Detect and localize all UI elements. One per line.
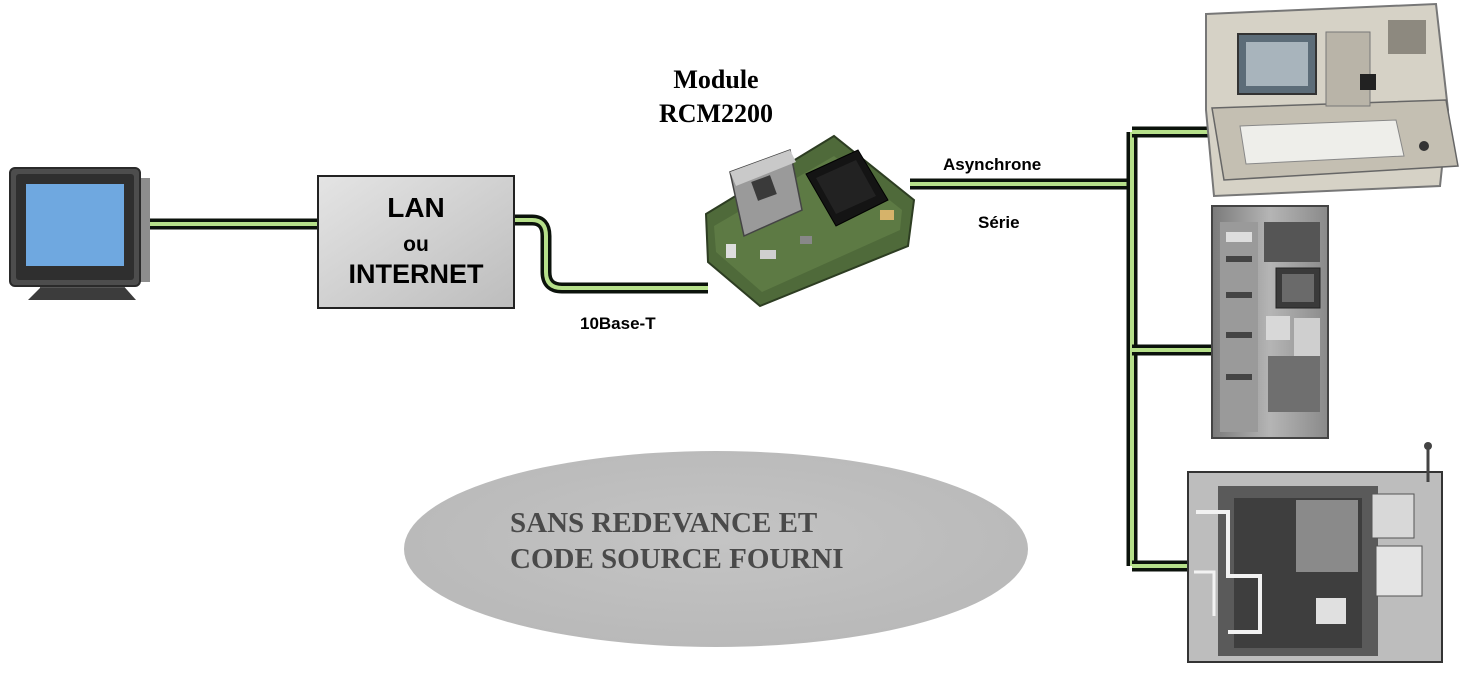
module-title-line1: Module xyxy=(673,65,758,94)
banner-line2: CODE SOURCE FOURNI xyxy=(510,543,844,575)
cable-lan-to-module xyxy=(514,214,708,294)
control-cabinet-icon xyxy=(1211,205,1329,439)
computer-monitor-icon xyxy=(9,167,150,300)
screen xyxy=(26,184,124,266)
ethernet-label: 10Base-T xyxy=(580,314,656,333)
industrial-machine-icon xyxy=(1187,442,1443,663)
module-title-line2: RCM2200 xyxy=(659,99,773,128)
rcm2200-module-icon xyxy=(704,134,916,308)
banner-line1: SANS REDEVANCE ET xyxy=(510,507,817,539)
lan-label-line2: ou xyxy=(403,233,429,256)
lan-label-line1: LAN xyxy=(387,192,445,223)
royalty-free-banner: SANS REDEVANCE ET CODE SOURCE FOURNI xyxy=(404,451,1028,647)
async-label: Asynchrone xyxy=(943,155,1041,174)
serial-label: Série xyxy=(978,213,1020,232)
cables xyxy=(150,126,1212,572)
lan-label-line3: INTERNET xyxy=(349,259,485,289)
lan-internet-box: LAN ou INTERNET xyxy=(317,175,515,309)
portable-instrument-icon xyxy=(1205,2,1459,198)
